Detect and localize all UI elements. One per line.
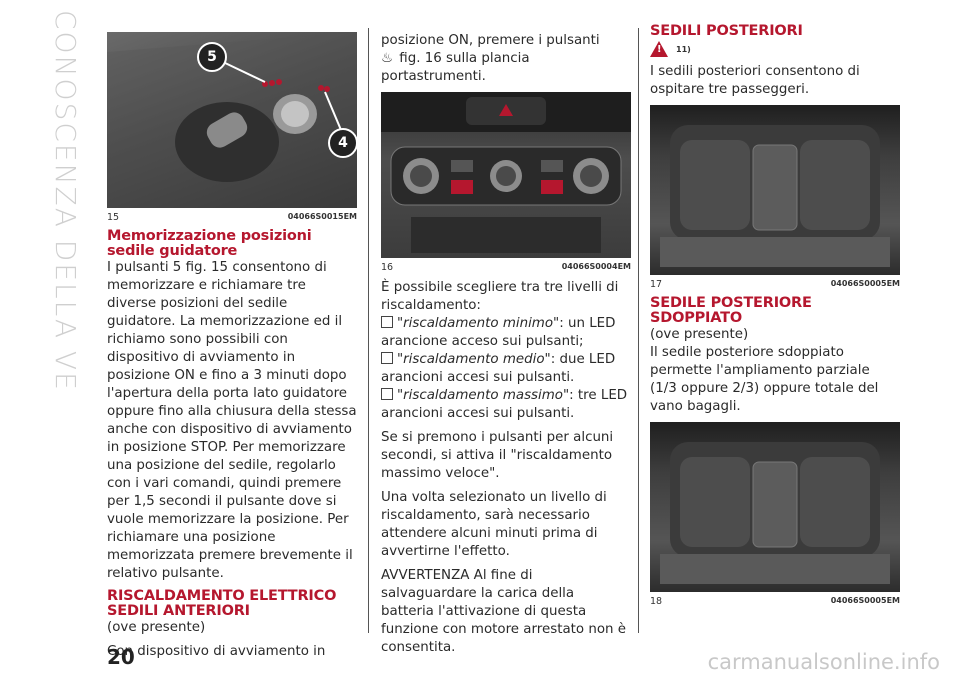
paragraph-three-levels: È possibile scegliere tra tre livelli di…	[381, 280, 619, 313]
page-number: 20	[107, 645, 135, 669]
side-section-title: CONOSCENZA DELLA VETTURA	[46, 8, 86, 388]
figure-code: 04066S0004EM	[561, 262, 631, 271]
figure-number: 18	[650, 596, 663, 607]
figure-number: 17	[650, 279, 663, 290]
press-buttons-text: fig. 16 sulla plancia portastrumenti.	[381, 51, 530, 84]
bullet-minimum-text: : un LED arancione acceso sui pulsanti;	[381, 316, 616, 349]
figure-code: 04066S0005EM	[830, 596, 900, 605]
bullet-minimum-label: "riscaldamento minimo"	[397, 316, 560, 331]
column-divider	[368, 28, 369, 633]
heading-split-seat: SEDILE POSTERIORE SDOPPIATO	[650, 295, 812, 326]
figure-18-caption: 18 04066S0005EM	[650, 596, 900, 607]
bullet-maximum-text: : tre LED arancioni accesi sui pulsanti.	[381, 388, 628, 421]
figure-17-caption: 17 04066S0005EM	[650, 279, 900, 290]
bullet-minimum: "riscaldamento minimo": un LED arancione…	[381, 315, 631, 351]
warning-ref: 11)	[650, 41, 900, 57]
climate-panel-photo	[381, 92, 631, 253]
paragraph-press-buttons: posizione ON, premere i pulsanti	[381, 33, 600, 48]
seat-photo	[107, 32, 357, 208]
paragraph-rear-seats: I sedili posteriori consentono di ospita…	[650, 64, 860, 97]
figure-code: 04066S0015EM	[287, 212, 357, 221]
watermark: carmanualsonline.info	[707, 650, 940, 674]
column-divider	[638, 28, 639, 633]
paragraph-split-seat: Il sedile posteriore sdoppiato permette …	[650, 345, 879, 414]
rear-seats-photo	[660, 442, 890, 584]
bullet-medium-label: "riscaldamento medio"	[397, 352, 551, 367]
figure-16-caption: 16 04066S0004EM	[381, 262, 631, 273]
figure-number: 15	[107, 212, 120, 223]
column-1: 5 4 15 04066S0015EM Memorizzazione posiz…	[107, 32, 357, 667]
figure-15-seat-memory-buttons: 5 4	[107, 32, 357, 208]
callout-5: 5	[197, 42, 227, 72]
figure-code: 04066S0005EM	[830, 279, 900, 288]
bullet-box-icon	[381, 316, 393, 328]
rear-seats-photo	[660, 125, 890, 267]
figure-17-rear-seats	[650, 105, 900, 275]
column-2: posizione ON, premere i pulsanti ♨ fig. …	[381, 32, 631, 663]
warning-triangle-icon	[650, 41, 668, 57]
callout-4: 4	[328, 128, 357, 158]
paragraph-memory: I pulsanti 5 fig. 15 consentono di memor…	[107, 260, 357, 581]
paragraph-warning: AVVERTENZA Al fine di salvaguardare la c…	[381, 568, 627, 655]
paragraph-where-present: (ove presente)	[107, 620, 206, 635]
paragraph-fast-heating: Se si premono i pulsanti per alcuni seco…	[381, 430, 614, 481]
paragraph-press-buttons-cont: ♨ fig. 16 sulla plancia portastrumenti.	[381, 50, 631, 86]
paragraph-wait: Una volta selezionato un livello di risc…	[381, 490, 607, 559]
figure-number: 16	[381, 262, 394, 273]
bullet-maximum-label: "riscaldamento massimo"	[397, 388, 570, 403]
figure-15-caption: 15 04066S0015EM	[107, 212, 357, 223]
heading-seat-heating: RISCALDAMENTO ELETTRICO SEDILI ANTERIORI	[107, 588, 337, 619]
bullet-box-icon	[381, 352, 393, 364]
figure-16-climate-panel	[381, 92, 631, 258]
heading-memory-positions: Memorizzazione posizioni sedile guidator…	[107, 228, 312, 259]
warning-number: 11)	[676, 44, 691, 54]
column-3: SEDILI POSTERIORI 11) I sedili posterior…	[650, 22, 900, 613]
bullet-maximum: "riscaldamento massimo": tre LED arancio…	[381, 387, 631, 423]
bullet-box-icon	[381, 388, 393, 400]
heading-rear-seats: SEDILI POSTERIORI	[650, 23, 803, 39]
paragraph-start-device: Con dispositivo di avviamento in	[107, 644, 326, 659]
bullet-medium-text: : due LED arancioni accesi sui pulsanti.	[381, 352, 616, 385]
bullet-medium: "riscaldamento medio": due LED arancioni…	[381, 351, 631, 387]
side-title-text: CONOSCENZA DELLA VETTURA	[49, 10, 82, 388]
seat-heat-icon: ♨	[381, 51, 394, 66]
figure-18-rear-seats	[650, 422, 900, 592]
paragraph-where-present: (ove presente)	[650, 327, 749, 342]
